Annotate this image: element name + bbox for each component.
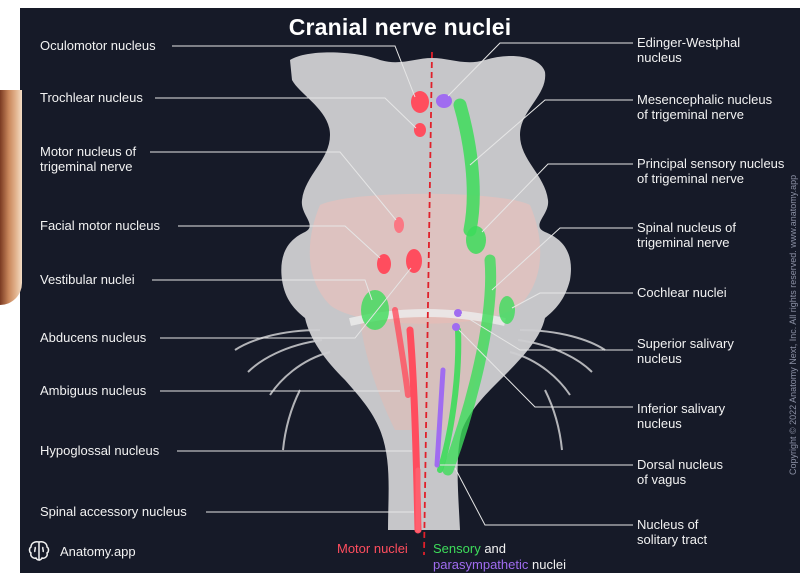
leader-solitary-tract [455, 468, 633, 525]
edinger-westphal-nucleus-shape [436, 94, 452, 108]
label-trochlear-nucleus: Trochlear nucleus [40, 90, 143, 105]
brand: Anatomy.app [26, 538, 136, 564]
cochlear-nuclei-shape [499, 296, 515, 324]
label-line-2: nucleus [637, 351, 734, 366]
label-nucleus-of-solitary-tract: Nucleus of solitary tract [637, 517, 707, 547]
label-line-1: Inferior salivary [637, 401, 725, 416]
legend-motor-nuclei: Motor nuclei [337, 541, 408, 557]
label-line-2: of trigeminal nerve [637, 107, 772, 122]
label-line-2: solitary tract [637, 532, 707, 547]
legend-parasympathetic: parasympathetic [433, 557, 528, 572]
label-line-2: of vagus [637, 472, 723, 487]
label-line-2: nucleus [637, 50, 740, 65]
copyright-notice: Copyright © 2022 Anatomy Next, Inc. All … [788, 175, 798, 475]
label-principal-sensory-nucleus: Principal sensory nucleus of trigeminal … [637, 156, 784, 186]
label-mesencephalic-nucleus: Mesencephalic nucleus of trigeminal nerv… [637, 92, 772, 122]
label-line-2: trigeminal nerve [637, 235, 736, 250]
label-line-2: nucleus [637, 416, 725, 431]
abducens-nucleus-shape [406, 249, 422, 273]
legend-sensory-parasympathetic: Sensory and parasympathetic nuclei [433, 541, 566, 573]
label-oculomotor-nucleus: Oculomotor nucleus [40, 38, 156, 53]
label-dorsal-nucleus-of-vagus: Dorsal nucleus of vagus [637, 457, 723, 487]
label-superior-salivary-nucleus: Superior salivary nucleus [637, 336, 734, 366]
principal-sensory-nucleus-shape [466, 226, 486, 254]
label-line-1: Edinger-Westphal [637, 35, 740, 50]
label-cochlear-nuclei: Cochlear nuclei [637, 285, 727, 300]
trochlear-nucleus-shape [414, 123, 426, 137]
label-spinal-accessory-nucleus: Spinal accessory nucleus [40, 504, 187, 519]
legend-and: and [484, 541, 506, 556]
label-motor-nucleus-of-trigeminal-nerve: Motor nucleus of trigeminal nerve [40, 144, 136, 174]
vestibular-nuclei-shape [361, 290, 389, 330]
label-ambiguus-nucleus: Ambiguus nucleus [40, 383, 146, 398]
label-facial-motor-nucleus: Facial motor nucleus [40, 218, 160, 233]
label-hypoglossal-nucleus: Hypoglossal nucleus [40, 443, 159, 458]
label-line-1: Nucleus of [637, 517, 707, 532]
legend-sensory: Sensory [433, 541, 481, 556]
superior-salivary-nucleus-shape [454, 309, 462, 317]
label-inferior-salivary-nucleus: Inferior salivary nucleus [637, 401, 725, 431]
label-line-1: Principal sensory nucleus [637, 156, 784, 171]
label-abducens-nucleus: Abducens nucleus [40, 330, 146, 345]
label-edinger-westphal-nucleus: Edinger-Westphal nucleus [637, 35, 740, 65]
inferior-salivary-nucleus-shape [452, 323, 460, 331]
label-line-1: Spinal nucleus of [637, 220, 736, 235]
label-spinal-nucleus-of-trigeminal-nerve: Spinal nucleus of trigeminal nerve [637, 220, 736, 250]
label-line-2: trigeminal nerve [40, 159, 136, 174]
legend-nuclei: nuclei [532, 557, 566, 572]
brand-name: Anatomy.app [60, 544, 136, 559]
label-vestibular-nuclei: Vestibular nuclei [40, 272, 135, 287]
brain-logo-icon [26, 538, 52, 564]
label-line-1: Superior salivary [637, 336, 734, 351]
label-line-2: of trigeminal nerve [637, 171, 784, 186]
label-line-1: Dorsal nucleus [637, 457, 723, 472]
label-line-1: Motor nucleus of [40, 144, 136, 159]
label-line-1: Mesencephalic nucleus [637, 92, 772, 107]
